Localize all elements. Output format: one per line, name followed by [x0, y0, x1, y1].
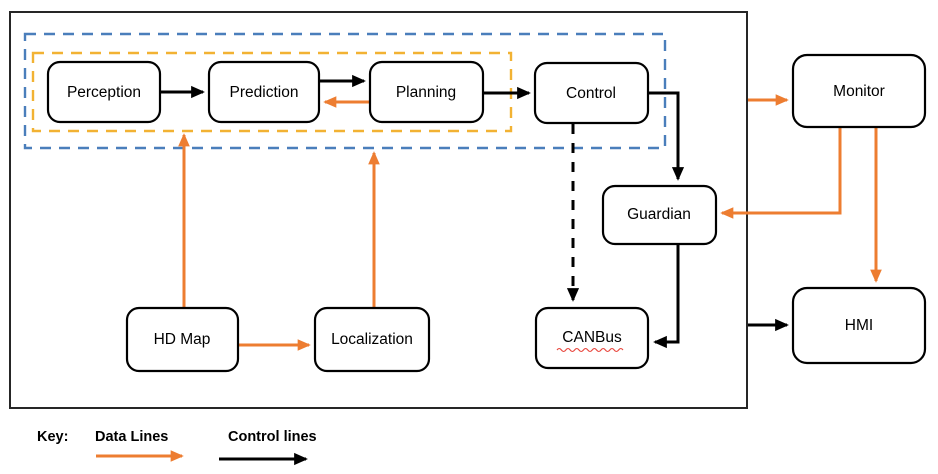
legend-item-control-lines: Control lines: [219, 429, 317, 466]
node-control-label: Control: [566, 85, 616, 102]
node-perception[interactable]: Perception: [46, 60, 162, 124]
spellcheck-underline-icon: [556, 347, 624, 353]
system-boundary-frame: [9, 11, 748, 409]
node-hmi[interactable]: HMI: [791, 286, 927, 365]
legend-control-lines-label: Control lines: [228, 429, 317, 445]
node-guardian-label: Guardian: [627, 206, 691, 223]
legend-key-label: Key:: [37, 429, 68, 445]
node-planning-label: Planning: [396, 84, 456, 101]
edge-guardian-to-canbus: [653, 244, 680, 349]
node-perception-label: Perception: [67, 84, 141, 101]
legend-data-lines-label: Data Lines: [95, 429, 168, 445]
node-monitor[interactable]: Monitor: [791, 53, 927, 129]
node-hdmap-label: HD Map: [154, 331, 211, 348]
node-control[interactable]: Control: [533, 61, 650, 125]
node-prediction[interactable]: Prediction: [207, 60, 321, 124]
node-canbus-label: CANBus: [562, 329, 622, 346]
legend: Key: Data Lines Control lines: [37, 429, 317, 466]
edge-control-to-guardian: [648, 91, 685, 181]
node-guardian[interactable]: Guardian: [601, 184, 718, 246]
node-hmi-label: HMI: [845, 317, 873, 334]
legend-item-data-lines: Data Lines: [95, 429, 184, 462]
node-planning[interactable]: Planning: [368, 60, 485, 124]
edge-monitor-to-guardian: [720, 127, 842, 219]
node-localization[interactable]: Localization: [313, 306, 431, 373]
group-outer-dashed-box: [23, 32, 667, 150]
node-monitor-label: Monitor: [833, 83, 885, 100]
node-prediction-label: Prediction: [230, 84, 299, 101]
node-hdmap[interactable]: HD Map: [125, 306, 240, 373]
node-localization-label: Localization: [331, 331, 413, 348]
node-canbus[interactable]: CANBus: [534, 306, 650, 370]
